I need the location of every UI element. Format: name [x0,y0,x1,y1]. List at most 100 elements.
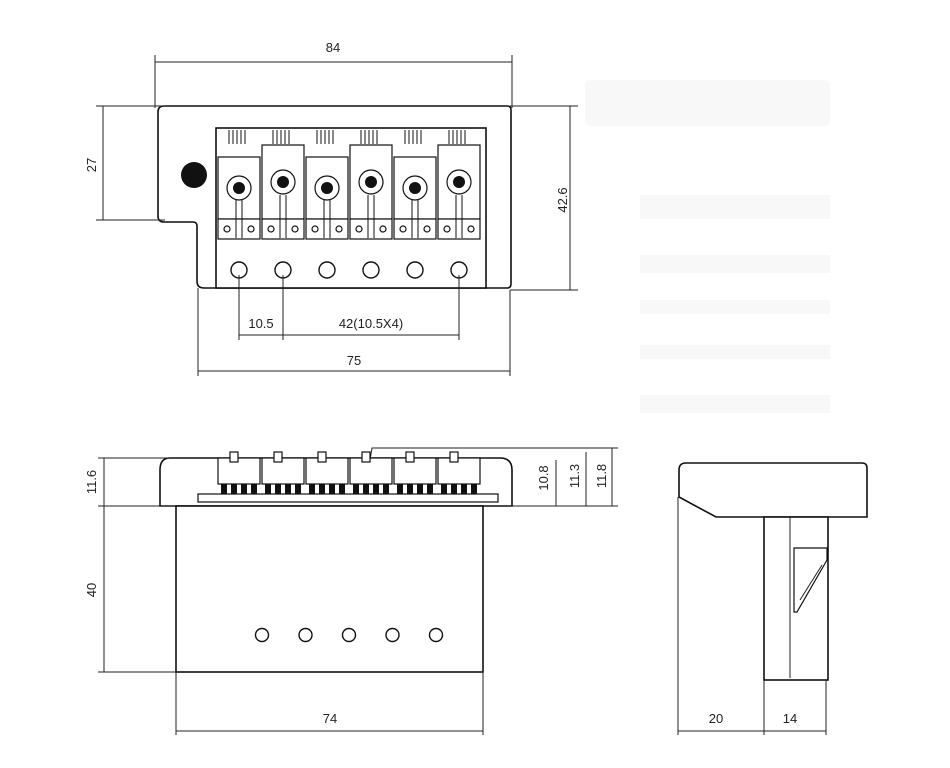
saddle-screw-icon [467,225,475,233]
side-view: 20 14 [677,462,868,735]
dim-plate-height: 11.6 [84,470,99,494]
saddle-tab [349,218,393,240]
saddle-screw-icon [311,225,319,233]
front-saddle-thread [407,484,413,494]
front-saddle-thread [353,484,359,494]
front-saddle-thread [285,484,291,494]
background-watermark [585,80,830,413]
saddle-post [453,176,465,188]
tremolo-block [175,505,484,673]
dim-saddle-height-1: 10.8 [536,465,551,490]
saddle-group [217,130,481,240]
front-saddle-post [317,451,327,463]
saddle-tab [305,218,349,240]
saddle-screw-icon [379,225,387,233]
front-saddle-thread [295,484,301,494]
saddle [261,130,305,240]
saddle [393,130,437,240]
front-saddle-thread [427,484,433,494]
saddle-screw-icon [423,225,431,233]
front-plate-rail [197,493,499,503]
front-saddle-thread [329,484,335,494]
dim-front-height: 27 [84,158,99,172]
dim-block-height: 40 [84,583,99,597]
front-saddle-thread [397,484,403,494]
front-saddle-thread [275,484,281,494]
string-hole [318,261,336,279]
front-saddle-thread [319,484,325,494]
front-saddle [217,451,261,494]
front-saddle-thread [373,484,379,494]
dim-overall-height: 42.6 [555,187,570,212]
saddle-post [365,176,377,188]
front-saddle-thread [417,484,423,494]
dim-overall-width: 84 [326,40,340,55]
front-saddle-thread [451,484,457,494]
front-saddle-post [405,451,415,463]
saddle-screw-icon [399,225,407,233]
block-hole [385,627,400,643]
front-saddle-body [349,457,393,485]
front-saddle-body [217,457,261,485]
front-saddle [393,451,437,494]
front-saddle-body [393,457,437,485]
front-saddle [261,451,305,494]
saddle [437,130,481,240]
front-saddle-thread [383,484,389,494]
front-saddle-thread [441,484,447,494]
dim-string-spacing-total: 42(10.5X4) [339,316,403,331]
front-saddle-thread [309,484,315,494]
side-plate-outline [678,462,868,518]
top-view: 84 27 42.6 10.5 42(10.5X4) 75 [84,40,578,376]
saddle-post [233,182,245,194]
dim-saddle-height-3: 11.8 [594,464,609,488]
front-saddle-post [449,451,459,463]
block-hole-group [254,627,444,643]
front-saddle-body [305,457,349,485]
dim-plate-depth: 20 [709,711,723,726]
saddle-screw-icon [443,225,451,233]
saddle-post [321,182,333,194]
front-saddle-body [437,457,481,485]
dim-saddle-height-2: 11.3 [567,464,582,488]
dim-string-spacing-single: 10.5 [248,316,273,331]
saddle-tab [261,218,305,240]
front-saddle-post [229,451,239,463]
front-saddle-thread [251,484,257,494]
block-hole [428,627,444,643]
saddle-screw-icon [267,225,275,233]
front-saddle-thread [471,484,477,494]
front-saddle-group [217,451,481,494]
front-saddle-thread [221,484,227,494]
block-hole [341,627,357,643]
saddle-post [409,182,421,194]
front-saddle [305,451,349,494]
string-hole [406,261,424,279]
tremolo-arm-rod [369,447,560,461]
dim-base-width: 75 [347,353,361,368]
dim-block-depth: 14 [783,711,797,726]
front-saddle-thread [241,484,247,494]
saddle-screw-icon [335,225,343,233]
block-hole [298,627,313,643]
saddle-screw-icon [247,225,255,233]
front-saddle-thread [461,484,467,494]
saddle-tab [437,218,481,240]
saddle-body [261,144,305,220]
saddle [349,130,393,240]
dim-block-width: 74 [323,711,337,726]
saddle-tab [217,218,261,240]
front-saddle-body [261,457,305,485]
saddle [305,130,349,240]
saddle-tab [393,218,437,240]
front-saddle-post [361,451,371,463]
mounting-screw [181,162,207,188]
front-view: 11.6 40 74 10.8 11.3 11.8 [84,447,618,735]
front-saddle [349,451,393,494]
saddle [217,130,261,240]
saddle-screw-icon [355,225,363,233]
front-saddle-thread [339,484,345,494]
front-saddle [437,451,481,494]
saddle-screw-icon [291,225,299,233]
